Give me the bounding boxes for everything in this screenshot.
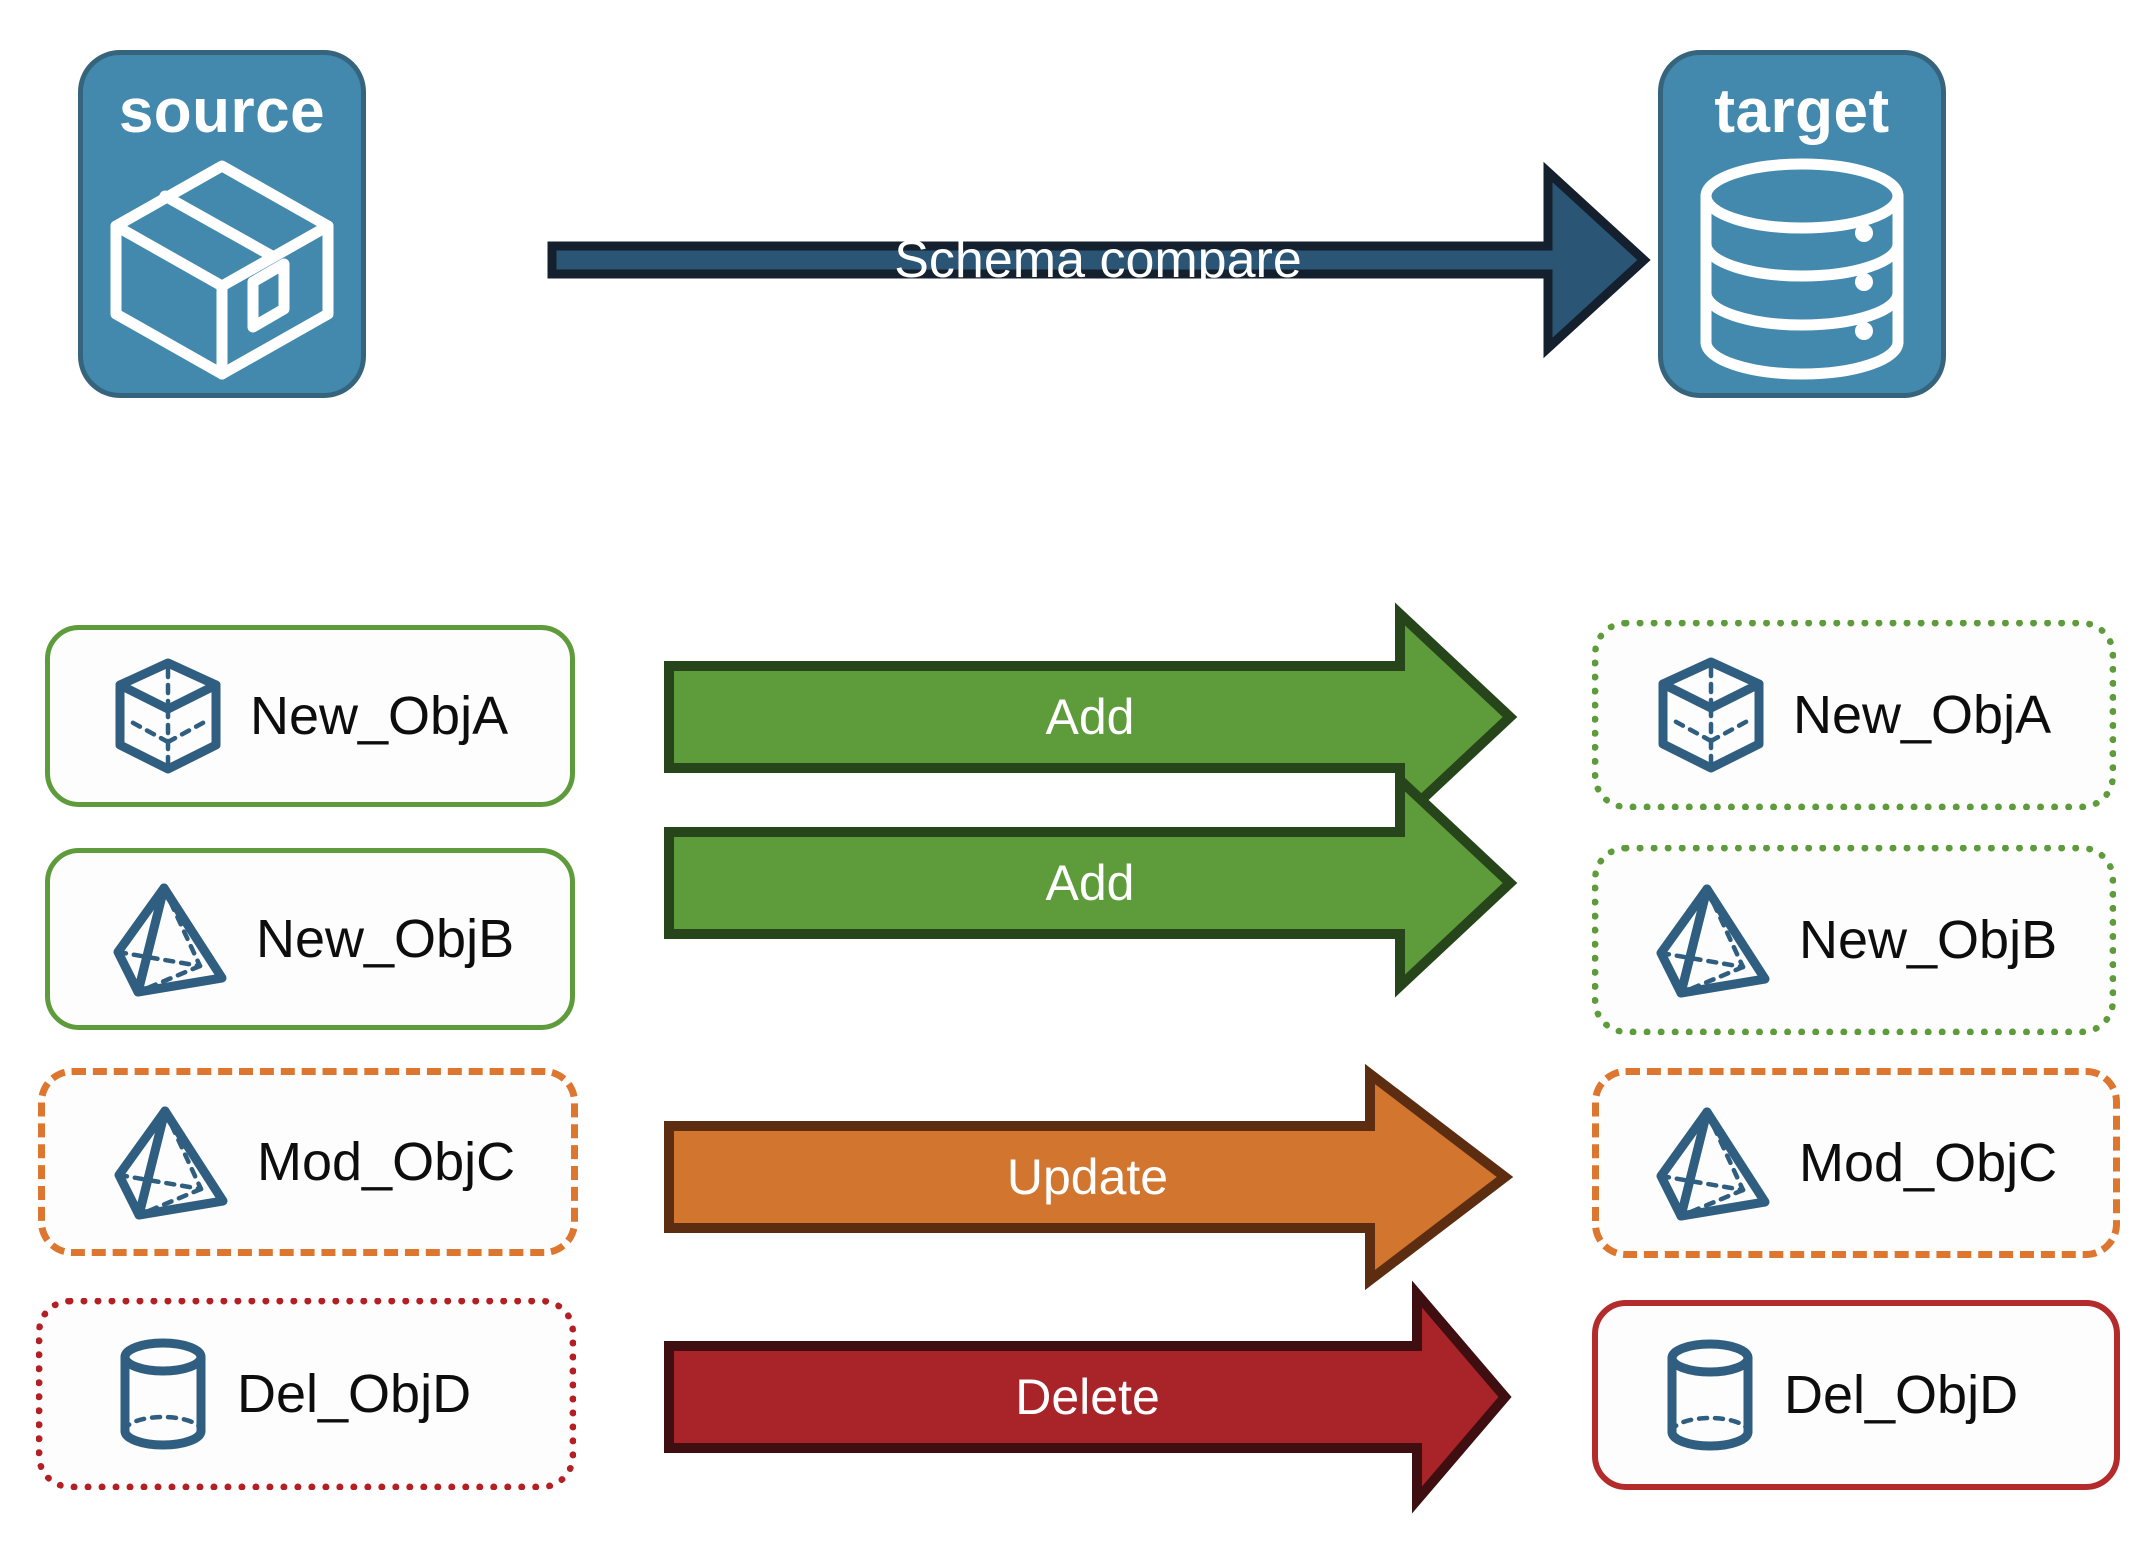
schema-compare-arrow: Schema compare <box>547 150 1651 370</box>
cube-wireframe-icon <box>1655 656 1767 774</box>
add-arrow-row-2: Add <box>664 768 1518 998</box>
object-label: Del_ObjD <box>1784 1365 2019 1425</box>
pyramid-wireframe-icon <box>113 1103 231 1221</box>
source-object-row-1[interactable]: New_ObjA <box>45 625 575 807</box>
pyramid-wireframe-icon <box>1655 1104 1773 1222</box>
target-endpoint-card: target <box>1658 50 1946 398</box>
target-title: target <box>1714 77 1890 146</box>
object-label: Mod_ObjC <box>1799 1133 2058 1193</box>
cylinder-icon <box>1662 1336 1758 1454</box>
source-object-row-4[interactable]: Del_ObjD <box>36 1298 576 1490</box>
object-label: Mod_ObjC <box>257 1132 516 1192</box>
database-cylinder-icon <box>1663 144 1941 393</box>
pyramid-wireframe-icon <box>112 880 230 998</box>
cube-wireframe-icon <box>112 657 224 775</box>
delete-arrow-row-4: Delete <box>664 1280 1512 1514</box>
object-label: New_ObjB <box>256 909 515 969</box>
target-object-row-1[interactable]: New_ObjA <box>1592 620 2116 810</box>
cylinder-icon <box>115 1335 211 1453</box>
source-endpoint-card: source <box>78 50 366 398</box>
object-label: New_ObjA <box>1793 685 2052 745</box>
source-object-row-3[interactable]: Mod_ObjC <box>38 1068 578 1256</box>
source-title: source <box>118 77 326 146</box>
update-arrow-row-3: Update <box>664 1063 1514 1291</box>
object-label: Del_ObjD <box>237 1364 472 1424</box>
pyramid-wireframe-icon <box>1655 881 1773 999</box>
object-label: New_ObjB <box>1799 910 2058 970</box>
object-label: New_ObjA <box>250 686 509 746</box>
target-object-row-2[interactable]: New_ObjB <box>1592 845 2116 1035</box>
target-object-row-3[interactable]: Mod_ObjC <box>1592 1068 2120 1258</box>
target-object-row-4[interactable]: Del_ObjD <box>1592 1300 2120 1490</box>
package-box-icon <box>83 144 361 393</box>
source-object-row-2[interactable]: New_ObjB <box>45 848 575 1030</box>
